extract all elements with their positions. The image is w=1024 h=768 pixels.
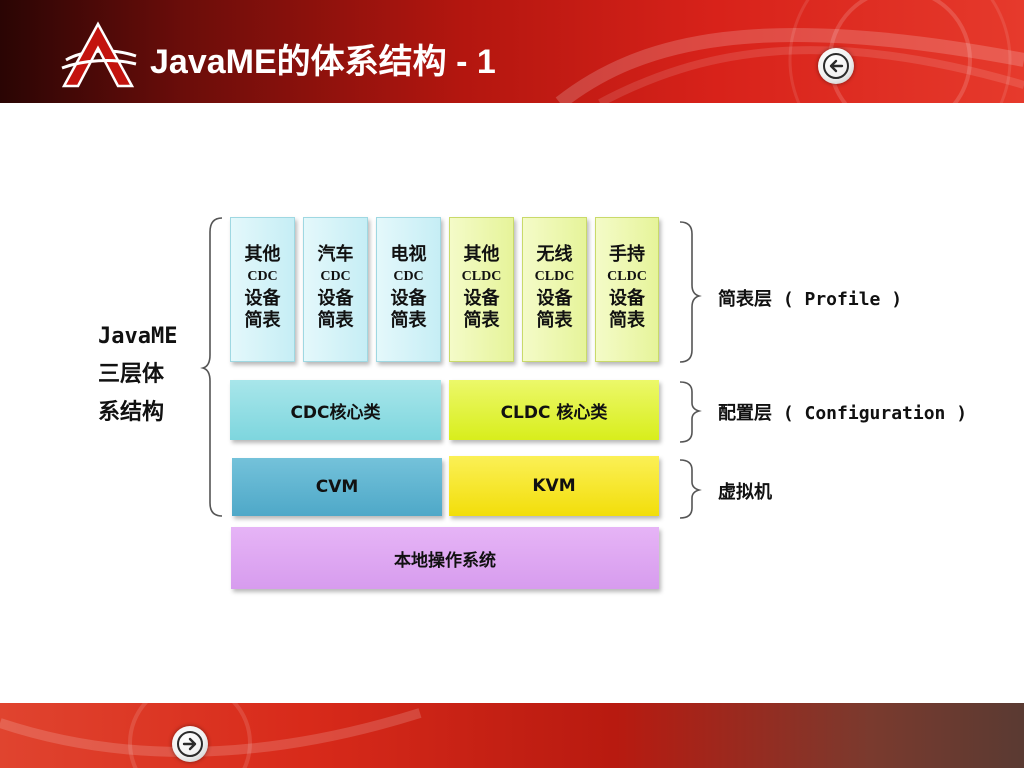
profile-line-3: 设备 xyxy=(390,288,427,309)
profile-line-2: CDC xyxy=(247,269,278,284)
profile-line-4: 简表 xyxy=(390,310,427,331)
profile-line-3: 设备 xyxy=(463,288,500,309)
profile-line-3: 设备 xyxy=(244,288,281,309)
profile-other-cdc: 其他 CDC 设备 简表 xyxy=(230,217,295,362)
circle-arrow-left-icon xyxy=(829,59,844,73)
profile-line-4: 简表 xyxy=(463,310,500,331)
left-label-line-1: JavaME xyxy=(98,324,178,349)
profile-line-1: 其他 xyxy=(244,244,281,265)
page-title: JavaME的体系结构 - 1 xyxy=(150,43,496,81)
profile-other-cldc: 其他 CLDC 设备 简表 xyxy=(449,217,514,362)
configuration-layer-label: 配置层 ( Configuration ) xyxy=(718,403,968,424)
profile-line-1: 无线 xyxy=(536,244,573,265)
profile-line-1: 电视 xyxy=(390,244,427,265)
profile-line-1: 汽车 xyxy=(317,244,354,265)
profile-auto-cdc: 汽车 CDC 设备 简表 xyxy=(303,217,368,362)
profile-line-4: 简表 xyxy=(244,310,281,331)
profile-line-2: CDC xyxy=(320,269,351,284)
profile-line-2: CLDC xyxy=(461,269,502,284)
profile-layer-label: 简表层 ( Profile ) xyxy=(718,289,903,310)
footer-swirl-decoration xyxy=(0,703,422,768)
profile-line-2: CLDC xyxy=(607,269,647,284)
profile-tv-cdc: 电视 CDC 设备 简表 xyxy=(376,217,441,362)
profile-line-2: CDC xyxy=(393,269,424,284)
profile-line-3: 设备 xyxy=(317,288,354,309)
vm-layer-label: 虚拟机 xyxy=(718,482,772,503)
profile-line-3: 设备 xyxy=(536,288,573,309)
prev-slide-button[interactable] xyxy=(818,48,854,84)
footer-band xyxy=(0,703,1024,768)
profile-line-4: 简表 xyxy=(536,310,573,331)
left-label-line-3: 系结构 xyxy=(98,400,165,425)
profile-wireless-cldc: 无线 CLDC 设备 简表 xyxy=(522,217,587,362)
native-os-box: 本地操作系统 xyxy=(231,527,659,589)
cvm-box: CVM xyxy=(232,458,442,516)
profile-line-4: 简表 xyxy=(609,310,645,331)
next-slide-button[interactable] xyxy=(172,726,208,762)
cdc-core-classes: CDC核心类 xyxy=(230,380,441,440)
profile-handheld-cldc: 手持 CLDC 设备 简表 xyxy=(595,217,659,362)
circle-arrow-right-icon xyxy=(182,737,197,751)
profile-line-1: 手持 xyxy=(609,244,645,265)
red-a-logo xyxy=(61,21,137,88)
profile-line-2: CLDC xyxy=(534,269,575,284)
profile-line-4: 简表 xyxy=(317,310,354,331)
diagram-left-label: JavaME 三层体 系结构 xyxy=(98,318,208,432)
profile-line-1: 其他 xyxy=(463,244,500,265)
kvm-box: KVM xyxy=(449,456,659,516)
cldc-core-classes: CLDC 核心类 xyxy=(449,380,659,440)
profile-line-3: 设备 xyxy=(609,288,645,309)
header-band: JavaME的体系结构 - 1 xyxy=(0,0,1024,103)
left-label-line-2: 三层体 xyxy=(98,362,165,387)
